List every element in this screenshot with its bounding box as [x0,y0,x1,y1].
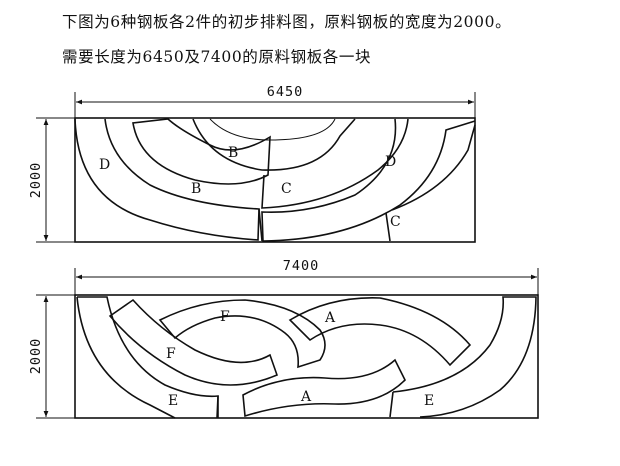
bottom-label-A-top: A [324,310,336,326]
bottom-plate-outline [74,294,539,419]
top-part-C-middle [261,118,409,209]
top-width-label: 2000 [28,162,44,199]
top-panel: 6450 2000 D B B C D C [28,84,476,243]
top-part-C-right [385,124,476,242]
top-part-B-upper [192,118,356,171]
bottom-length-label: 7400 [283,258,320,274]
top-label-C-middle: C [281,181,292,197]
top-label-B-upper: B [228,145,238,161]
bottom-panel: 7400 2000 F A F A E E [28,258,539,419]
bottom-part-E-right [389,296,537,418]
caption-line-1: 下图为6种钢板各2件的初步排料图，原料钢板的宽度为2000。 [62,13,512,31]
bottom-label-E-left: E [168,393,178,409]
bottom-label-F-left: F [166,346,176,362]
top-part-D-left [74,118,260,241]
top-length-label: 6450 [267,84,304,100]
bottom-part-F-top [158,299,326,369]
top-label-C-right: C [390,214,401,230]
bottom-width-label: 2000 [28,338,44,375]
bottom-label-A-bottom: A [300,389,312,405]
bottom-label-F-top: F [220,309,230,325]
bottom-part-A-bottom [242,358,406,418]
bottom-label-E-right: E [424,393,434,409]
top-part-B-inner [209,118,336,141]
top-label-D-left: D [99,157,110,173]
top-part-B-lower [132,118,271,185]
top-label-D-right: D [385,154,396,170]
caption-line-2: 需要长度为6450及7400的原料钢板各一块 [62,48,372,66]
top-part-D-right [261,118,476,242]
bottom-part-A-top [288,297,472,367]
bottom-part-F-left [108,298,279,386]
top-label-B-lower: B [191,181,201,197]
top-divider [258,208,263,242]
top-plate-outline [74,117,476,243]
